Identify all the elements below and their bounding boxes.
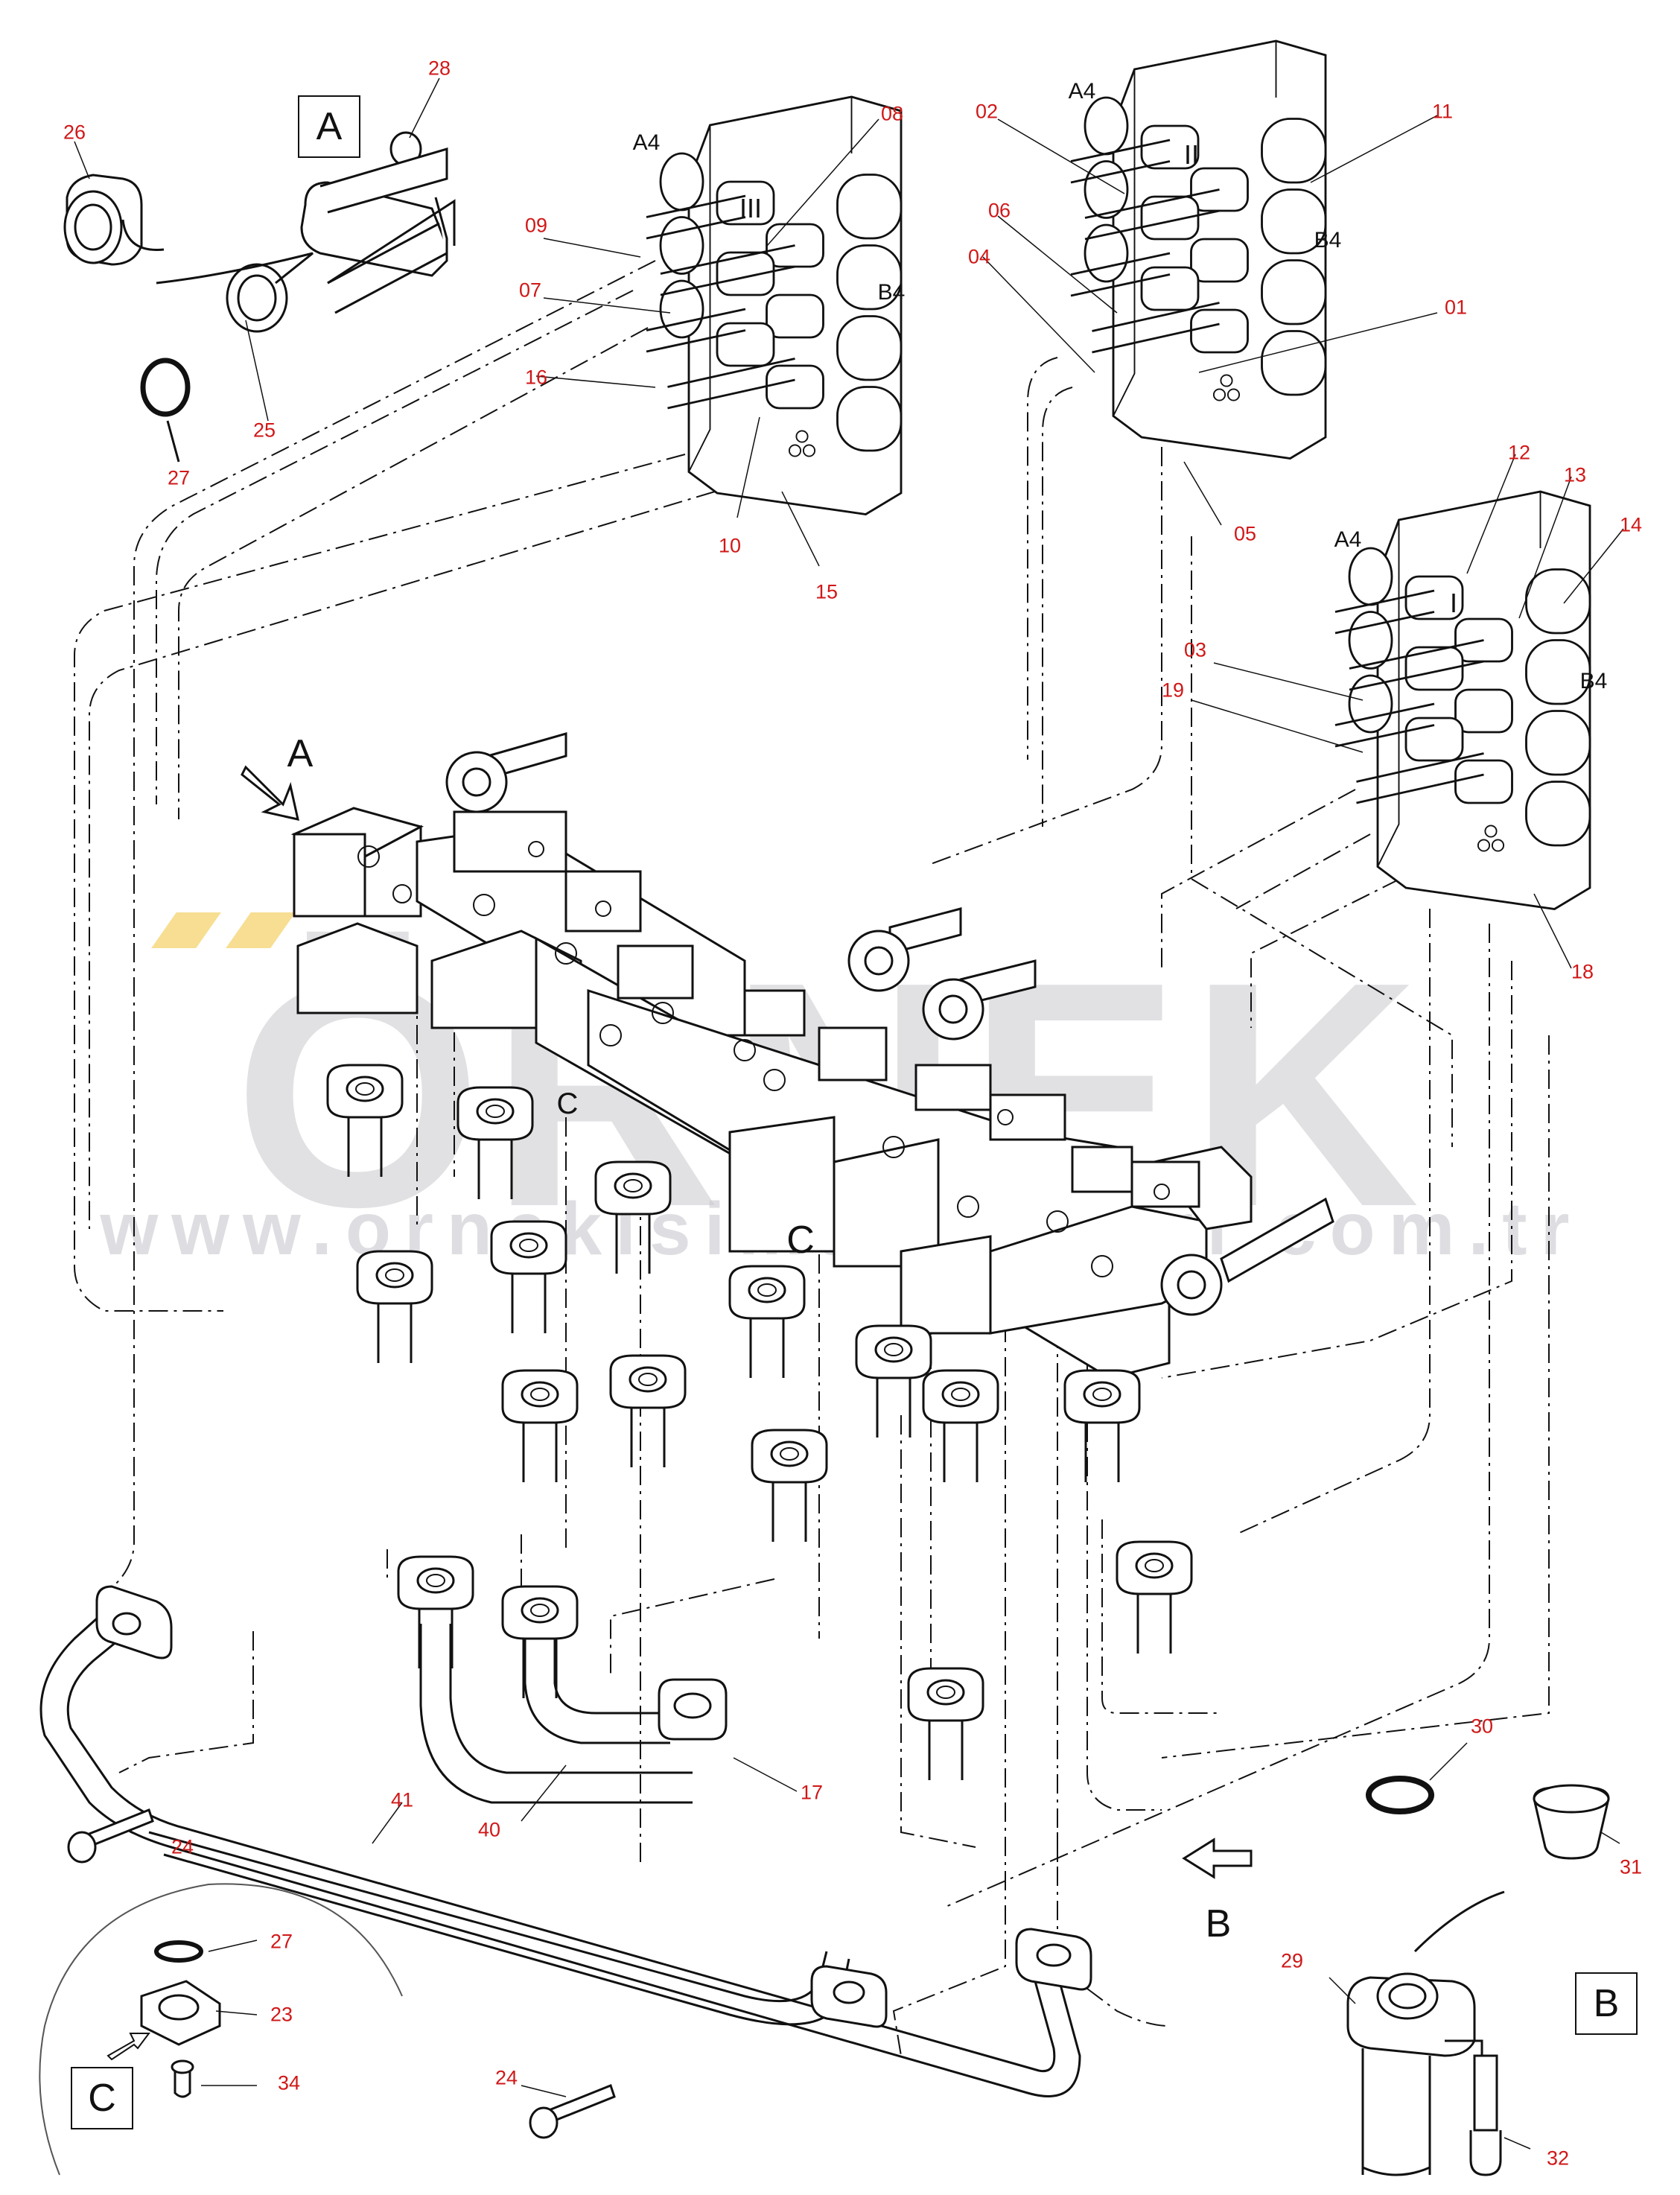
callout-11: 11 xyxy=(1431,100,1454,123)
callout-03: 03 xyxy=(1183,638,1207,661)
callout-01: 01 xyxy=(1444,296,1468,319)
valve-2-a4-tag: A4 xyxy=(1068,79,1096,104)
valve-2-b4-tag: B4 xyxy=(1314,228,1342,252)
callout-09: 09 xyxy=(524,214,548,237)
callout-18: 18 xyxy=(1571,960,1594,983)
callout-27a: 27 xyxy=(167,466,191,489)
callout-17: 17 xyxy=(800,1781,824,1804)
callout-10: 10 xyxy=(718,534,742,557)
view-a-box: A xyxy=(298,95,360,158)
callout-06: 06 xyxy=(987,199,1011,222)
valve-3-a4-tag: A4 xyxy=(632,130,661,155)
callout-12: 12 xyxy=(1507,441,1531,464)
valve-3-section-tag: III xyxy=(739,193,763,223)
valve-1-a4-tag: A4 xyxy=(1334,527,1362,552)
callout-24b: 24 xyxy=(494,2066,518,2089)
callout-08: 08 xyxy=(880,102,904,125)
callout-32: 32 xyxy=(1546,2147,1570,2170)
callout-30: 30 xyxy=(1470,1715,1494,1738)
callout-07: 07 xyxy=(518,279,542,302)
callout-25: 25 xyxy=(252,419,276,442)
callout-27b: 27 xyxy=(270,1930,293,1953)
valve-1-b4-tag: B4 xyxy=(1579,669,1608,693)
callout-14: 14 xyxy=(1619,513,1643,536)
callout-26: 26 xyxy=(63,121,86,144)
callout-19: 19 xyxy=(1161,679,1185,702)
callout-29: 29 xyxy=(1280,1949,1304,1972)
callout-04: 04 xyxy=(967,245,991,268)
valve-3-b4-tag: B4 xyxy=(877,280,906,305)
callout-24a: 24 xyxy=(171,1835,194,1858)
view-c-label-1: C xyxy=(556,1087,579,1120)
view-b-box: B xyxy=(1575,1972,1638,2035)
callout-15: 15 xyxy=(815,580,839,603)
view-a-arrow-label: A xyxy=(287,732,314,775)
callout-23: 23 xyxy=(270,2003,293,2026)
callout-02: 02 xyxy=(975,100,999,123)
callout-34: 34 xyxy=(277,2071,301,2094)
valve-1-section-tag: I xyxy=(1449,588,1458,618)
view-c-label-2: C xyxy=(786,1219,815,1262)
valve-2-section-tag: II xyxy=(1183,139,1200,170)
callout-31: 31 xyxy=(1619,1855,1643,1878)
callout-16: 16 xyxy=(524,366,548,389)
callout-28: 28 xyxy=(427,57,451,80)
callout-41: 41 xyxy=(390,1788,414,1811)
view-c-box: C xyxy=(71,2067,133,2129)
callout-05: 05 xyxy=(1233,522,1257,545)
callout-40: 40 xyxy=(477,1818,501,1841)
callout-13: 13 xyxy=(1563,463,1587,486)
view-b-arrow-label: B xyxy=(1205,1902,1232,1945)
